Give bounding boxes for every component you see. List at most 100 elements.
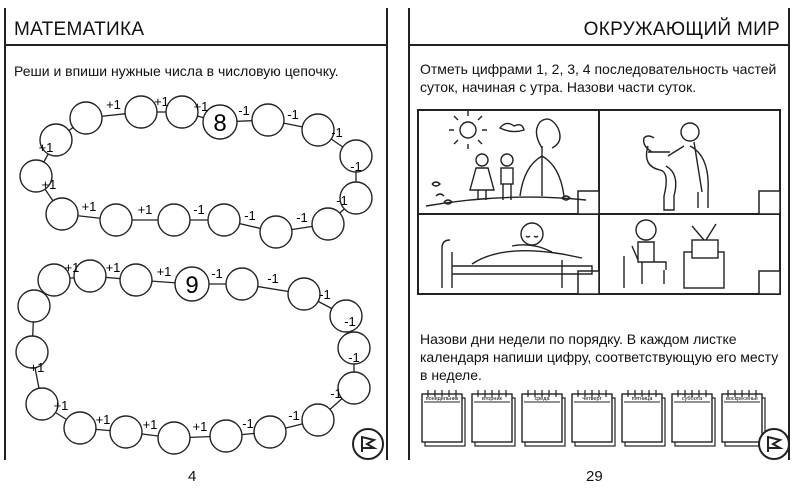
chain-op-label: +1 xyxy=(194,99,209,114)
chain-op-label: -1 xyxy=(344,314,356,329)
math-task-text: Реши и впиши нужные числа в числовую цеп… xyxy=(14,63,339,79)
chain-circle-1-12[interactable] xyxy=(207,203,241,237)
chain-circle-2-4[interactable] xyxy=(174,266,210,302)
calendar-sheets: понедельник вторник среда четверг пятница суб… xyxy=(421,390,766,447)
chain-circle-2-17[interactable] xyxy=(15,335,49,369)
calendar-day-label: среда xyxy=(534,396,550,402)
chain-circle-2-15[interactable] xyxy=(63,411,97,445)
washing-scene xyxy=(642,122,709,211)
chain-circle-1-8[interactable] xyxy=(339,139,373,173)
left-page: МАТЕМАТИКА Реши и впиши нужные числа в ч… xyxy=(4,8,388,460)
page-number-left: 4 xyxy=(188,468,197,485)
chain-circle-2-13[interactable] xyxy=(157,421,191,455)
chain-circle-1-1[interactable] xyxy=(39,123,73,157)
chain-circle-2-10[interactable] xyxy=(301,403,335,437)
chain-op-label: +1 xyxy=(42,177,57,192)
sleeping-scene xyxy=(441,222,593,288)
calendar-sheet[interactable]: суббота xyxy=(671,390,716,447)
chain-circle-2-8[interactable] xyxy=(337,331,371,365)
page-title-math: МАТЕМАТИКА xyxy=(14,19,145,40)
right-header: ОКРУЖАЮЩИЙ МИР xyxy=(410,8,788,46)
chain-circle-2-9[interactable] xyxy=(337,371,371,405)
flag-icon xyxy=(352,428,384,460)
chain-op-label: -1 xyxy=(244,208,256,223)
chain-op-label: -1 xyxy=(331,125,343,140)
chain-op-label: -1 xyxy=(238,103,250,118)
chain-circle-1-9[interactable] xyxy=(339,181,373,215)
chain-circle-2-14[interactable] xyxy=(109,415,143,449)
chain-circle-1-13[interactable] xyxy=(157,203,191,237)
morning-scene xyxy=(425,111,587,207)
left-header: МАТЕМАТИКА xyxy=(6,8,386,46)
chain-circle-2-2[interactable] xyxy=(73,259,107,293)
chain-circle-2-11[interactable] xyxy=(253,415,287,449)
chain-op-label: -1 xyxy=(287,107,299,122)
chain-op-label: -1 xyxy=(319,287,331,302)
chain-circle-2-1[interactable] xyxy=(37,263,71,297)
chain-op-label: +1 xyxy=(106,97,121,112)
chain-circle-1-14[interactable] xyxy=(99,203,133,237)
chain-op-label: +1 xyxy=(82,199,97,214)
flag-icon xyxy=(758,428,790,460)
calendar-sheet[interactable]: пятница xyxy=(621,390,666,447)
chain-op-label: -1 xyxy=(296,210,308,225)
chain-circle-1-4[interactable] xyxy=(165,95,199,129)
chain-op-label: -1 xyxy=(336,193,348,208)
chain-circle-1-0[interactable] xyxy=(19,159,53,193)
chain-start-value: 9 xyxy=(185,272,198,299)
chain-circle-2-5[interactable] xyxy=(225,267,259,301)
chain-circle-2-16[interactable] xyxy=(25,387,59,421)
chain-circle-1-10[interactable] xyxy=(311,207,345,241)
chain-circle-2-0[interactable] xyxy=(17,289,51,323)
chain-op-label: -1 xyxy=(348,350,360,365)
chain-op-label: -1 xyxy=(330,386,342,401)
calendar-sheet[interactable]: понедельник xyxy=(421,390,466,447)
chain-circle-1-11[interactable] xyxy=(259,215,293,249)
calendar-day-label: воскресенье xyxy=(726,396,758,402)
calendar-sheet[interactable]: среда xyxy=(521,390,566,447)
right-page: ОКРУЖАЮЩИЙ МИР Отметь цифрами 1, 2, 3, 4… xyxy=(408,8,790,460)
chain-op-label: +1 xyxy=(96,412,111,427)
calendar-day-label: пятница xyxy=(632,396,654,402)
world-task2-text: Назови дни недели по порядку. В каждом л… xyxy=(420,331,779,383)
chain-circle-1-5[interactable] xyxy=(202,104,238,140)
calendar-day-label: четверг xyxy=(582,396,601,402)
chain-circle-2-6[interactable] xyxy=(287,277,321,311)
chain-op-label: +1 xyxy=(39,140,54,155)
day-parts-panel xyxy=(417,109,781,295)
chain-op-label: +1 xyxy=(54,398,69,413)
chain-op-label: -1 xyxy=(193,202,205,217)
number-chains: 8 +1 +1 +1 -1 -1 -1 -1 -1 -1 -1 -1 +1 +1 +1 +1 9 +1 +1 +1 -1… xyxy=(15,94,373,455)
calendar-sheet[interactable]: вторник xyxy=(471,390,516,447)
chain-circle-1-6[interactable] xyxy=(251,103,285,137)
chain-start-value: 8 xyxy=(213,110,226,137)
calendar-sheet[interactable]: четверг xyxy=(571,390,616,447)
chain-circle-2-7[interactable] xyxy=(329,299,363,333)
calendar-day-label: вторник xyxy=(482,396,502,402)
chain-op-label: +1 xyxy=(65,260,80,275)
chain-circle-1-3[interactable] xyxy=(124,95,158,129)
chain-circle-1-2[interactable] xyxy=(69,101,103,135)
chain-circle-2-12[interactable] xyxy=(209,419,243,453)
chain-op-label: -1 xyxy=(242,416,254,431)
calendar-day-label: понедельник xyxy=(426,396,459,402)
chain-op-label: +1 xyxy=(30,360,45,375)
chain-op-label: +1 xyxy=(106,260,121,275)
chain-op-label: -1 xyxy=(288,408,300,423)
chain-circle-1-7[interactable] xyxy=(301,113,335,147)
chain-op-label: +1 xyxy=(154,94,169,109)
page-number-right: 29 xyxy=(586,468,603,485)
chain-circle-2-3[interactable] xyxy=(119,263,153,297)
chain-op-label: +1 xyxy=(143,417,158,432)
tv-scene xyxy=(623,219,725,289)
world-task1-text: Отметь цифрами 1, 2, 3, 4 последовательн… xyxy=(420,61,777,95)
chain-op-label: -1 xyxy=(350,159,362,174)
chain-circle-1-15[interactable] xyxy=(45,197,79,231)
page-title-world: ОКРУЖАЮЩИЙ МИР xyxy=(583,19,780,40)
chain-op-label: -1 xyxy=(267,271,279,286)
calendar-day-label: суббота xyxy=(682,396,703,402)
chain-op-label: +1 xyxy=(193,419,208,434)
chain-op-label: +1 xyxy=(138,202,153,217)
chain-op-label: -1 xyxy=(211,266,223,281)
chain-op-label: +1 xyxy=(157,264,172,279)
